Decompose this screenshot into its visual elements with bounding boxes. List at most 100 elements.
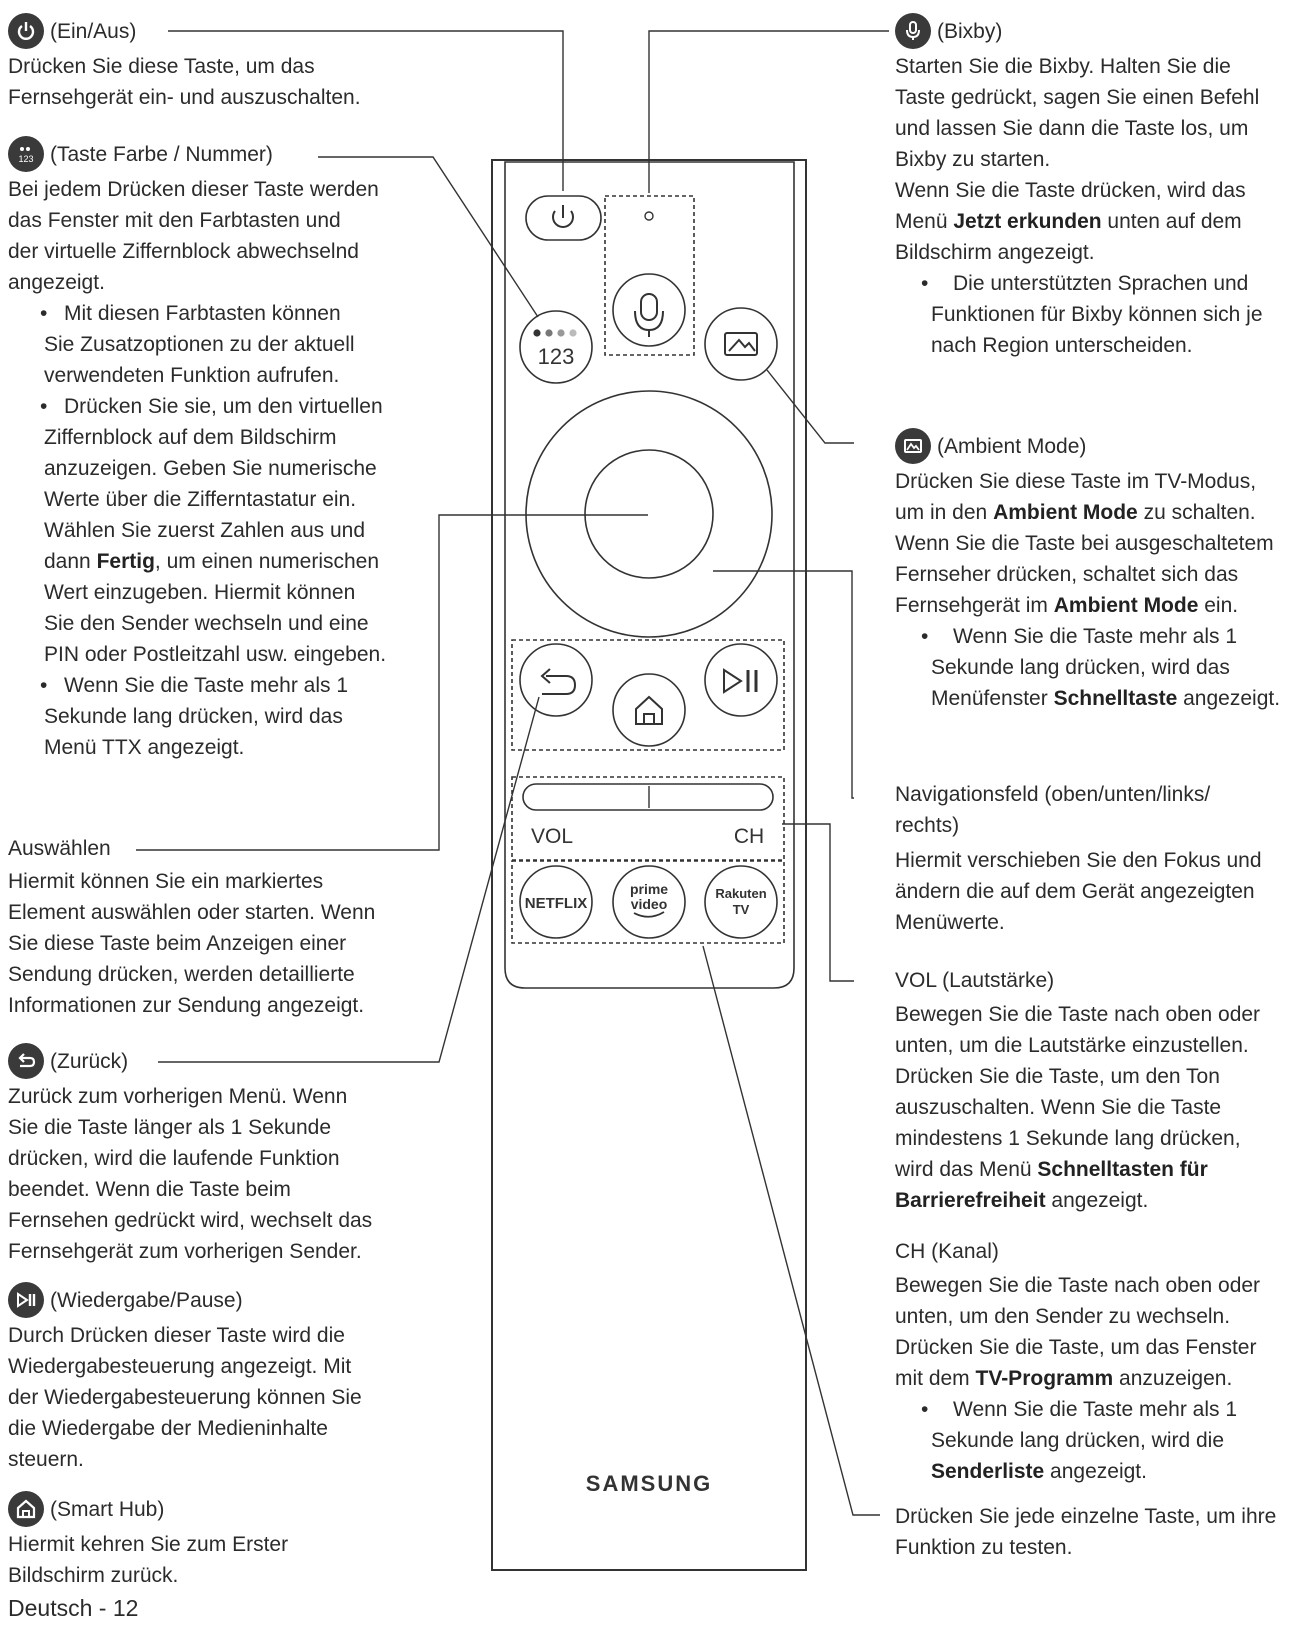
play-section: (Wiedergabe/Pause) Durch Drücken dieser …	[8, 1282, 428, 1475]
leader-vol-ch	[782, 823, 854, 982]
ch-text: mit dem	[895, 1367, 976, 1390]
bullet-text: Mit diesen Farbtasten können	[64, 302, 341, 325]
color-number-section: 123 (Taste Farbe / Nummer) Bei jedem Drü…	[8, 136, 428, 763]
nav-section: Navigationsfeld (oben/unten/links/ recht…	[895, 779, 1295, 938]
rakuten-label-2: TV	[733, 902, 750, 917]
bullet-text: dann	[44, 550, 97, 573]
power-title: (Ein/Aus)	[50, 19, 137, 43]
tv-programm-term: TV-Programm	[975, 1367, 1114, 1390]
rakuten-label-1: Rakuten	[715, 886, 766, 901]
ch-text: anzuzeigen.	[1113, 1367, 1233, 1390]
ch-line: mit dem TV-Programm anzuzeigen.	[895, 1363, 1295, 1394]
smart-hub-line: Bildschirm zurück.	[8, 1564, 179, 1587]
ch-title: CH (Kanal)	[895, 1240, 999, 1263]
bullet-text: Wenn Sie die Taste mehr als 1	[953, 625, 1238, 648]
ambient-bullet: Wenn Sie die Taste mehr als 1 Sekunde la…	[895, 621, 1295, 714]
vol-line: wird das Menü Schnelltasten für	[895, 1154, 1295, 1185]
bixby-line: Wenn Sie die Taste drücken, wird das	[895, 179, 1246, 202]
back-title: (Zurück)	[50, 1049, 129, 1073]
ambient-section: (Ambient Mode) Drücken Sie diese Taste i…	[895, 428, 1295, 714]
smart-hub-section: (Smart Hub) Hiermit kehren Sie zum Erste…	[8, 1491, 428, 1591]
mic-icon	[895, 13, 931, 49]
power-line: Drücken Sie diese Taste, um das	[8, 55, 315, 78]
schnelltaste-term: Schnelltaste	[1053, 687, 1178, 710]
remote-face	[504, 161, 795, 989]
bullet-text: , um einen numerischen	[154, 550, 380, 573]
nav-title: rechts)	[895, 814, 960, 837]
power-line: Fernsehgerät ein- und auszuschalten.	[8, 86, 361, 109]
ch-bullet: Wenn Sie die Taste mehr als 1 Sekunde la…	[895, 1394, 1295, 1487]
leader-power	[168, 30, 564, 191]
bixby-bullet: Die unterstützten Sprachen und Funktione…	[895, 268, 1295, 361]
ambient-icon	[895, 428, 931, 464]
play-pause-button-shape	[704, 643, 778, 717]
netflix-button-shape	[519, 865, 593, 939]
vol-line: mindestens 1 Sekunde lang drücken,	[895, 1127, 1241, 1150]
vol-text: angezeigt.	[1045, 1189, 1149, 1212]
remote-body	[491, 159, 807, 1571]
color-number-icon: 123	[8, 136, 44, 172]
smart-hub-title: (Smart Hub)	[50, 1497, 165, 1521]
ch-label: CH	[734, 825, 764, 848]
remote-power-glyph	[552, 210, 574, 228]
bullet-text: Menü TTX angezeigt.	[44, 736, 245, 759]
power-section: (Ein/Aus) Drücken Sie diese Taste, um da…	[8, 13, 408, 113]
select-button-shape	[584, 449, 714, 579]
play-line: Wiedergabesteuerung angezeigt. Mit	[8, 1355, 352, 1378]
bixby-line: Starten Sie die Bixby. Halten Sie die	[895, 55, 1231, 78]
play-title: (Wiedergabe/Pause)	[50, 1288, 243, 1312]
bixby-line: Taste gedrückt, sagen Sie einen Befehl	[895, 86, 1260, 109]
select-section: Auswählen Hiermit können Sie ein markier…	[8, 833, 428, 1021]
color-number-bullet-3: Wenn Sie die Taste mehr als 1 Sekunde la…	[8, 670, 428, 763]
bullet-text: anzuzeigen. Geben Sie numerische	[44, 457, 377, 480]
bullet-text: Die unterstützten Sprachen und	[953, 272, 1249, 295]
bixby-title: (Bixby)	[937, 19, 1003, 43]
ambient-mode-term: Ambient Mode	[1053, 594, 1199, 617]
back-button-shape	[519, 643, 593, 717]
leader-apps	[702, 945, 880, 1516]
bixby-line: und lassen Sie dann die Taste los, um	[895, 117, 1249, 140]
senderliste-term: Senderliste	[931, 1460, 1045, 1483]
vol-text: wird das Menü	[895, 1158, 1038, 1181]
color-dots	[533, 329, 577, 337]
bullet-text: Menüfenster	[931, 687, 1054, 710]
bullet-text: Sekunde lang drücken, wird das	[44, 705, 343, 728]
ambient-line: Drücken Sie diese Taste im TV-Modus,	[895, 470, 1257, 493]
select-line: Sie diese Taste beim Anzeigen einer	[8, 932, 347, 955]
bullet-text: Sie den Sender wechseln und eine	[44, 612, 369, 635]
vol-label: VOL	[531, 825, 573, 848]
back-line: Fernsehgerät zum vorherigen Sender.	[8, 1240, 362, 1263]
bixby-text: Menü	[895, 210, 954, 233]
bullet-text: PIN oder Postleitzahl usw. eingeben.	[44, 643, 387, 666]
ambient-text: ein.	[1198, 594, 1239, 617]
nav-title: Navigationsfeld (oben/unten/links/	[895, 783, 1211, 806]
ch-line: Bewegen Sie die Taste nach oben oder	[895, 1274, 1261, 1297]
vol-line: Drücken Sie die Taste, um den Ton	[895, 1065, 1220, 1088]
vol-ch-rocker	[522, 783, 774, 811]
leader-color	[318, 156, 539, 318]
page-footer: Deutsch - 12	[8, 1595, 139, 1621]
ch-line: Drücken Sie die Taste, um das Fenster	[895, 1336, 1257, 1359]
back-section: (Zurück) Zurück zum vorherigen Menü. Wen…	[8, 1043, 428, 1267]
ambient-title: (Ambient Mode)	[937, 434, 1087, 458]
ch-line: unten, um den Sender zu wechseln.	[895, 1305, 1231, 1328]
vol-title: VOL (Lautstärke)	[895, 969, 1055, 992]
color-number-bullet-1: Mit diesen Farbtasten können Sie Zusatzo…	[8, 298, 428, 391]
vol-line: Barrierefreiheit angezeigt.	[895, 1185, 1295, 1216]
color-number-button-shape	[519, 310, 593, 384]
ambient-line: Fernseher drücken, schaltet sich das	[895, 563, 1239, 586]
ambient-text: Fernsehgerät im	[895, 594, 1054, 617]
bullet-text: Sekunde lang drücken, wird das	[931, 656, 1230, 679]
barrierefreiheit-term: Barrierefreiheit	[895, 1189, 1046, 1212]
nav-line: Hiermit verschieben Sie den Fokus und	[895, 849, 1262, 872]
ambient-line: Wenn Sie die Taste bei ausgeschaltetem	[895, 532, 1274, 555]
nav-line: ändern die auf dem Gerät angezeigten	[895, 880, 1255, 903]
ambient-mode-term: Ambient Mode	[993, 501, 1138, 524]
bixby-section: (Bixby) Starten Sie die Bixby. Halten Si…	[895, 13, 1295, 361]
leader-ambient	[766, 369, 854, 444]
leader-select	[136, 514, 648, 851]
bullet-text: Wenn Sie die Taste mehr als 1	[953, 1398, 1238, 1421]
bixby-line: Bixby zu starten.	[895, 148, 1051, 171]
bullet-text: Wenn Sie die Taste mehr als 1	[64, 674, 349, 697]
nav-ring	[525, 390, 773, 638]
